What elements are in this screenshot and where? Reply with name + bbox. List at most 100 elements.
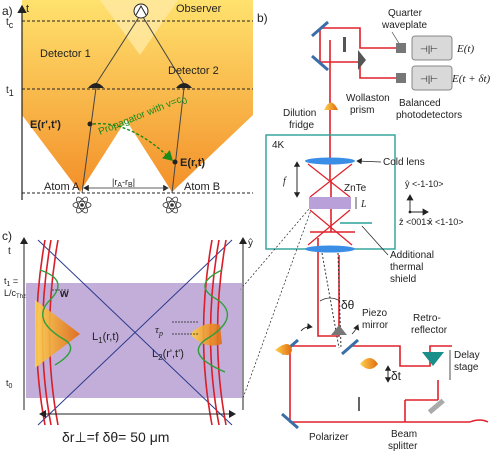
pulse-icon-fridge: [324, 102, 338, 110]
observer-icon-mark: [135, 4, 147, 16]
lower-lens-icon: [305, 245, 355, 253]
propagator-arrow: [92, 122, 174, 161]
tick-t1: t1: [6, 85, 14, 98]
atom-b-icon: [162, 196, 182, 214]
pulse-icon-bottom-mid: [360, 358, 378, 369]
focused-beams: [307, 163, 353, 246]
projection-line-bottom: [242, 209, 312, 399]
panel-c-label: c): [2, 229, 12, 243]
piezo-rotation-left: [300, 323, 313, 332]
dilution-label-1: Dilution: [283, 108, 316, 119]
resolution-label: δr⊥=f δθ= 50 μm: [62, 429, 169, 445]
balanced-label-2: photodetectors: [396, 110, 462, 121]
observer-label: Observer: [176, 3, 222, 15]
detector-box-2: [411, 65, 453, 91]
dilution-label-2: fridge: [289, 120, 314, 131]
detector-1-icon: [88, 83, 104, 88]
znte-label: ZnTe: [344, 183, 367, 194]
axis-x-label: x̂ <1-10>: [428, 217, 464, 227]
polarizer-label: Polarizer: [309, 432, 349, 443]
waveplate-label-1: Quarter: [388, 8, 423, 19]
balanced-label-1: Balanced: [399, 98, 441, 109]
E-t-label: E(t): [456, 43, 474, 55]
shield-pointer: [361, 225, 389, 256]
axis-t-label: t: [26, 3, 29, 15]
waveplate-pointer: [391, 31, 401, 46]
projection-line-top: [239, 208, 310, 291]
photodiode-1-icon: [396, 43, 406, 53]
photodiode-2-icon: [396, 73, 406, 83]
w-label: w: [59, 288, 69, 300]
mirror-top-left: [311, 20, 329, 38]
dtheta-arc: [319, 297, 341, 302]
shield-label-1: Additional: [390, 250, 434, 261]
L2-label: L2(r',t'): [152, 348, 184, 362]
t0-label: t0: [6, 378, 13, 390]
path-b-line: [171, 87, 185, 194]
splitter-label-1: Beam: [391, 429, 417, 440]
length-label: L: [360, 199, 367, 210]
detector-1-label: Detector 1: [40, 48, 91, 60]
E-t-dt-label: E(t + δt): [451, 73, 491, 85]
tau-label: τp: [155, 324, 163, 338]
piezo-label-1: Piezo: [362, 308, 387, 319]
detector-box-1: [411, 35, 453, 61]
L1-label: L1(r,t): [92, 331, 119, 345]
cold-lens-label: Cold lens: [383, 157, 425, 168]
light-cones: [22, 0, 253, 192]
mirrors: [281, 20, 359, 430]
cross-line-2: [37, 239, 233, 426]
panel-c: c) t ŷ t1 = L/cThz t0 w: [2, 229, 253, 445]
znte-crystal: [309, 197, 351, 209]
waveplate-label-2: waveplate: [381, 20, 427, 31]
atom-a-label: Atom A: [44, 181, 80, 193]
piezo-mirror-icon: [331, 325, 347, 335]
retro-label-1: Retro-: [413, 313, 441, 324]
signal-line-2: [142, 16, 185, 85]
shield-label-3: shield: [390, 274, 416, 285]
right-pulse-shape: [190, 323, 222, 346]
left-green-trace: [39, 269, 72, 366]
cold-lens-pointer: [356, 158, 382, 165]
panel-a-label: a): [2, 4, 13, 18]
wollaston-label-2: prism: [350, 105, 374, 116]
input-beam: [469, 419, 489, 423]
focal-label: f: [283, 176, 287, 187]
piezo-mirror-right: [341, 338, 359, 356]
axis-y-label: ŷ <-1-10>: [405, 179, 444, 189]
mirror-mid-left: [311, 54, 329, 72]
panel-c-axis-y: ŷ: [248, 238, 253, 249]
axis-z-dot: [408, 210, 412, 214]
panel-c-axis-t: t: [8, 246, 11, 257]
splitter-label-2: splitter: [388, 441, 418, 452]
separation-label: |rA-rB|: [112, 177, 135, 189]
signal-line-1: [95, 16, 140, 85]
piezo-label-2: mirror: [362, 320, 389, 331]
beam-splitter-icon: [427, 398, 445, 415]
field-point-left: [87, 121, 93, 127]
left-pulse-shape: [35, 300, 80, 368]
panel-b: b) Quarte: [239, 8, 491, 452]
observer-cone: [100, 0, 178, 55]
field-point-right: [172, 159, 178, 165]
path-a-line: [81, 87, 97, 194]
delay-label-2: stage: [454, 362, 479, 373]
atom-b-label: Atom B: [184, 181, 220, 193]
retro-reflector-icon: [422, 352, 444, 366]
field-right-label: E(r,t): [180, 157, 205, 169]
piezo-rotation-right: [351, 324, 360, 335]
right-green-trace: [197, 269, 229, 373]
wollaston-label-1: Wollaston: [346, 93, 390, 104]
cold-lens-icon: [305, 157, 355, 165]
wollaston-prism-icon: [358, 50, 366, 70]
observer-icon: [133, 3, 149, 19]
t1-label: t1 =: [4, 276, 18, 288]
shield-label-2: thermal: [390, 262, 423, 273]
dt-label: δt: [391, 369, 402, 383]
panel-a: a) t tc t1 Observer Detector 1 Detector …: [2, 0, 253, 214]
field-left-label: E(r',t'): [30, 119, 61, 131]
detector-2-label: Detector 2: [168, 65, 219, 77]
circuit-icon-2: ⊣|⊢: [420, 74, 438, 84]
four-k-label: 4K: [272, 140, 285, 151]
